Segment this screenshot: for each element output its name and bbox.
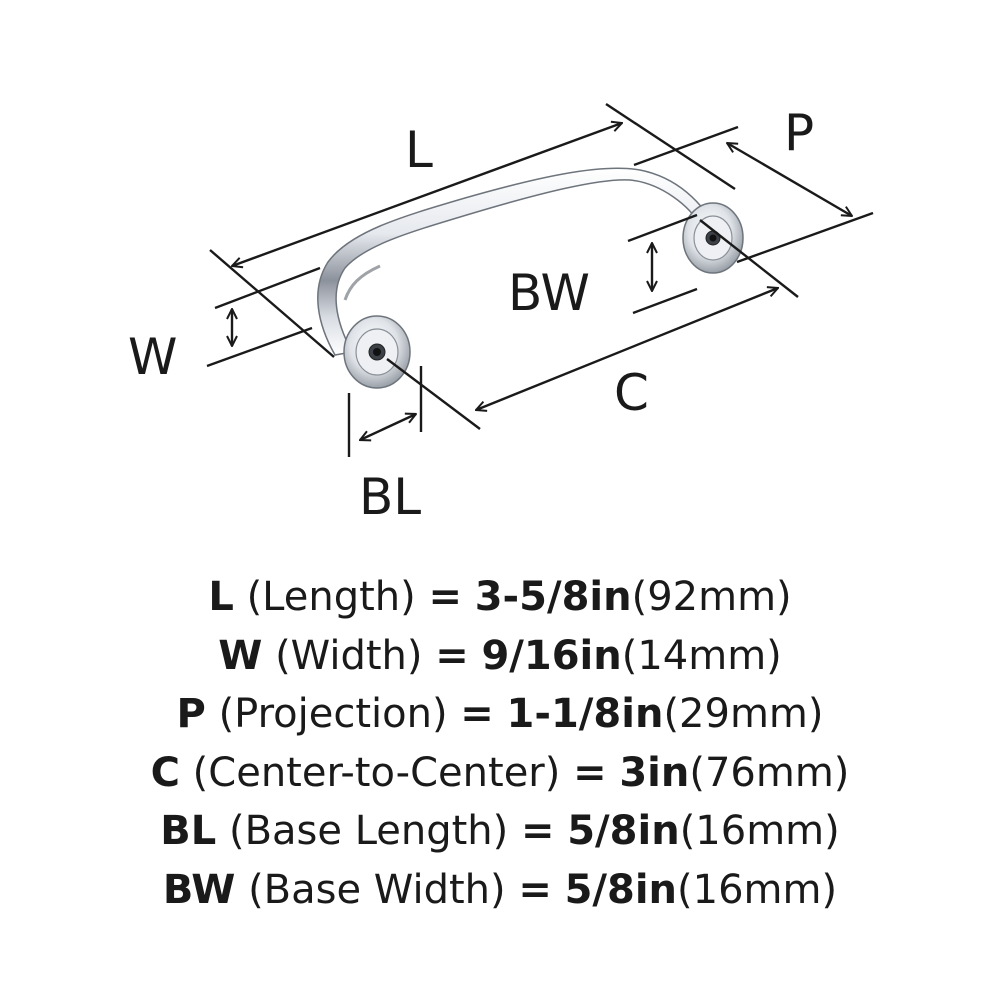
spec-row-length: L (Length) = 3-5/8in(92mm) (208, 574, 792, 620)
handle-dimension-diagram: L P W BW C BL (128, 102, 874, 526)
length-dimension: L (209, 102, 736, 358)
right-base (682, 202, 744, 274)
spec-row-base-length: BL (Base Length) = 5/8in(16mm) (160, 808, 840, 854)
label-BW: BW (508, 264, 590, 322)
base-width-dimension: BW (508, 213, 698, 322)
base-length-dimension: BL (347, 366, 423, 526)
label-BL: BL (359, 468, 421, 526)
width-dimension: W (128, 266, 321, 386)
left-base (343, 315, 411, 389)
label-C: C (614, 364, 649, 422)
spec-row-center-to-center: C (Center-to-Center) = 3in(76mm) (150, 749, 850, 796)
label-P: P (784, 104, 814, 162)
center-to-center-dimension: C (386, 219, 799, 430)
label-L: L (405, 121, 433, 179)
specification-list: L (Length) = 3-5/8in(92mm) W (Width) = 9… (0, 568, 1000, 919)
label-W: W (128, 328, 177, 386)
spec-row-projection: P (Projection) = 1-1/8in(29mm) (176, 691, 824, 737)
projection-dimension: P (633, 104, 874, 264)
spec-row-base-width: BW (Base Width) = 5/8in(16mm) (162, 866, 838, 913)
spec-row-width: W (Width) = 9/16in(14mm) (218, 632, 782, 679)
